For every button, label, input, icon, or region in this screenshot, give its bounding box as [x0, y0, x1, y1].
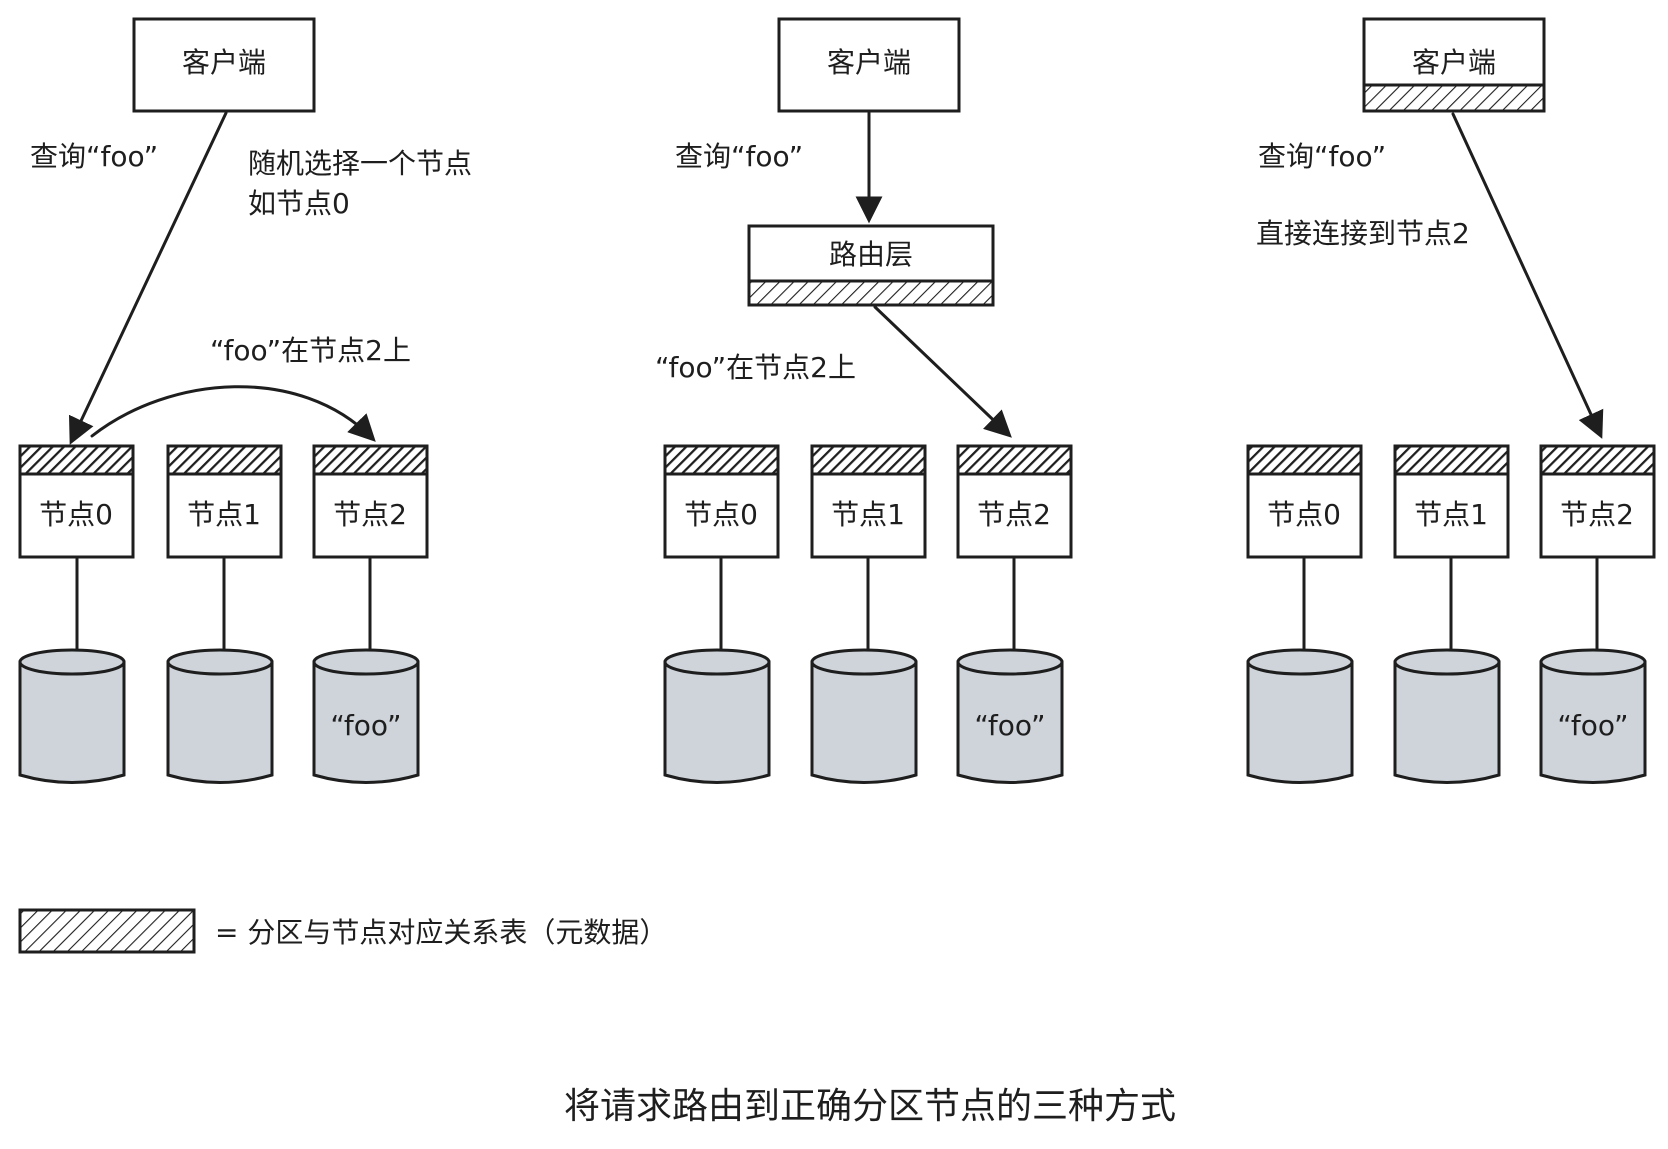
node-label: 节点2 [977, 498, 1051, 531]
example-node-label: 如节点0 [248, 187, 350, 220]
client-box: 客户端 [1362, 17, 1546, 113]
disk-value-label: “foo” [1557, 709, 1628, 742]
client-label: 客户端 [1412, 46, 1496, 79]
client-to-node0-arrow [68, 111, 228, 445]
router-to-node2-arrow [873, 305, 1012, 438]
router-label: 路由层 [829, 238, 913, 271]
client-box [132, 17, 316, 113]
client-label: 客户端 [827, 46, 911, 79]
node-label: 节点0 [1267, 498, 1341, 531]
random-select-label: 随机选择一个节点 [248, 147, 472, 180]
forward-label: “foo”在节点2上 [210, 334, 411, 367]
node-0: 节点0 [1246, 444, 1363, 559]
panel-partition-aware-client: 客户端 查询“foo” 直接连接到节点2 节点0 节点1 节点2 [1246, 17, 1656, 784]
legend-hatch-swatch [18, 908, 196, 954]
disk-1 [166, 648, 274, 784]
client-to-node2-arrow [1451, 112, 1604, 439]
disk-0 [663, 648, 771, 784]
disk-value-label: “foo” [330, 709, 401, 742]
node-2: 节点2 [312, 444, 429, 559]
disk-1 [810, 648, 918, 784]
query-label: 查询“foo” [1258, 140, 1386, 173]
node-label: 节点0 [39, 498, 113, 531]
panel-routing-tier: 客户端 查询“foo” 路由层 “foo”在节点2上 节点0 节点1 节点2 [655, 17, 1073, 784]
disk-1 [1393, 648, 1501, 784]
disk-2: “foo” [956, 648, 1064, 784]
node-1: 节点1 [810, 444, 927, 559]
node-label: 节点1 [831, 498, 905, 531]
node-1: 节点1 [1393, 444, 1510, 559]
query-label: 查询“foo” [675, 140, 803, 173]
disk-2: “foo” [1539, 648, 1647, 784]
node-1: 节点1 [166, 444, 283, 559]
node-0: 节点0 [663, 444, 780, 559]
disk-0 [18, 648, 126, 784]
node-label: 节点0 [684, 498, 758, 531]
diagram-title: 将请求路由到正确分区节点的三种方式 [564, 1086, 1176, 1127]
client-box [777, 17, 961, 113]
direct-connect-label: 直接连接到节点2 [1256, 217, 1470, 250]
panel-random-node: 客户端 查询“foo” 随机选择一个节点 如节点0 “foo”在节点2上 节点0… [18, 17, 472, 784]
client-label: 客户端 [182, 46, 266, 79]
node-0: 节点0 [18, 444, 135, 559]
node-label: 节点2 [333, 498, 407, 531]
disk-0 [1246, 648, 1354, 784]
legend-text: = 分区与节点对应关系表（元数据） [215, 916, 667, 949]
node-label: 节点1 [187, 498, 261, 531]
disk-value-label: “foo” [974, 709, 1045, 742]
node-2: 节点2 [1539, 444, 1656, 559]
legend: = 分区与节点对应关系表（元数据） [18, 908, 667, 954]
forward-label: “foo”在节点2上 [655, 351, 856, 384]
node-label: 节点1 [1414, 498, 1488, 531]
disk-2: “foo” [312, 648, 420, 784]
node-label: 节点2 [1560, 498, 1634, 531]
query-label: 查询“foo” [30, 140, 158, 173]
node0-to-node2-arrow [90, 385, 376, 442]
router-box: 路由层 [747, 224, 995, 307]
node-2: 节点2 [956, 444, 1073, 559]
